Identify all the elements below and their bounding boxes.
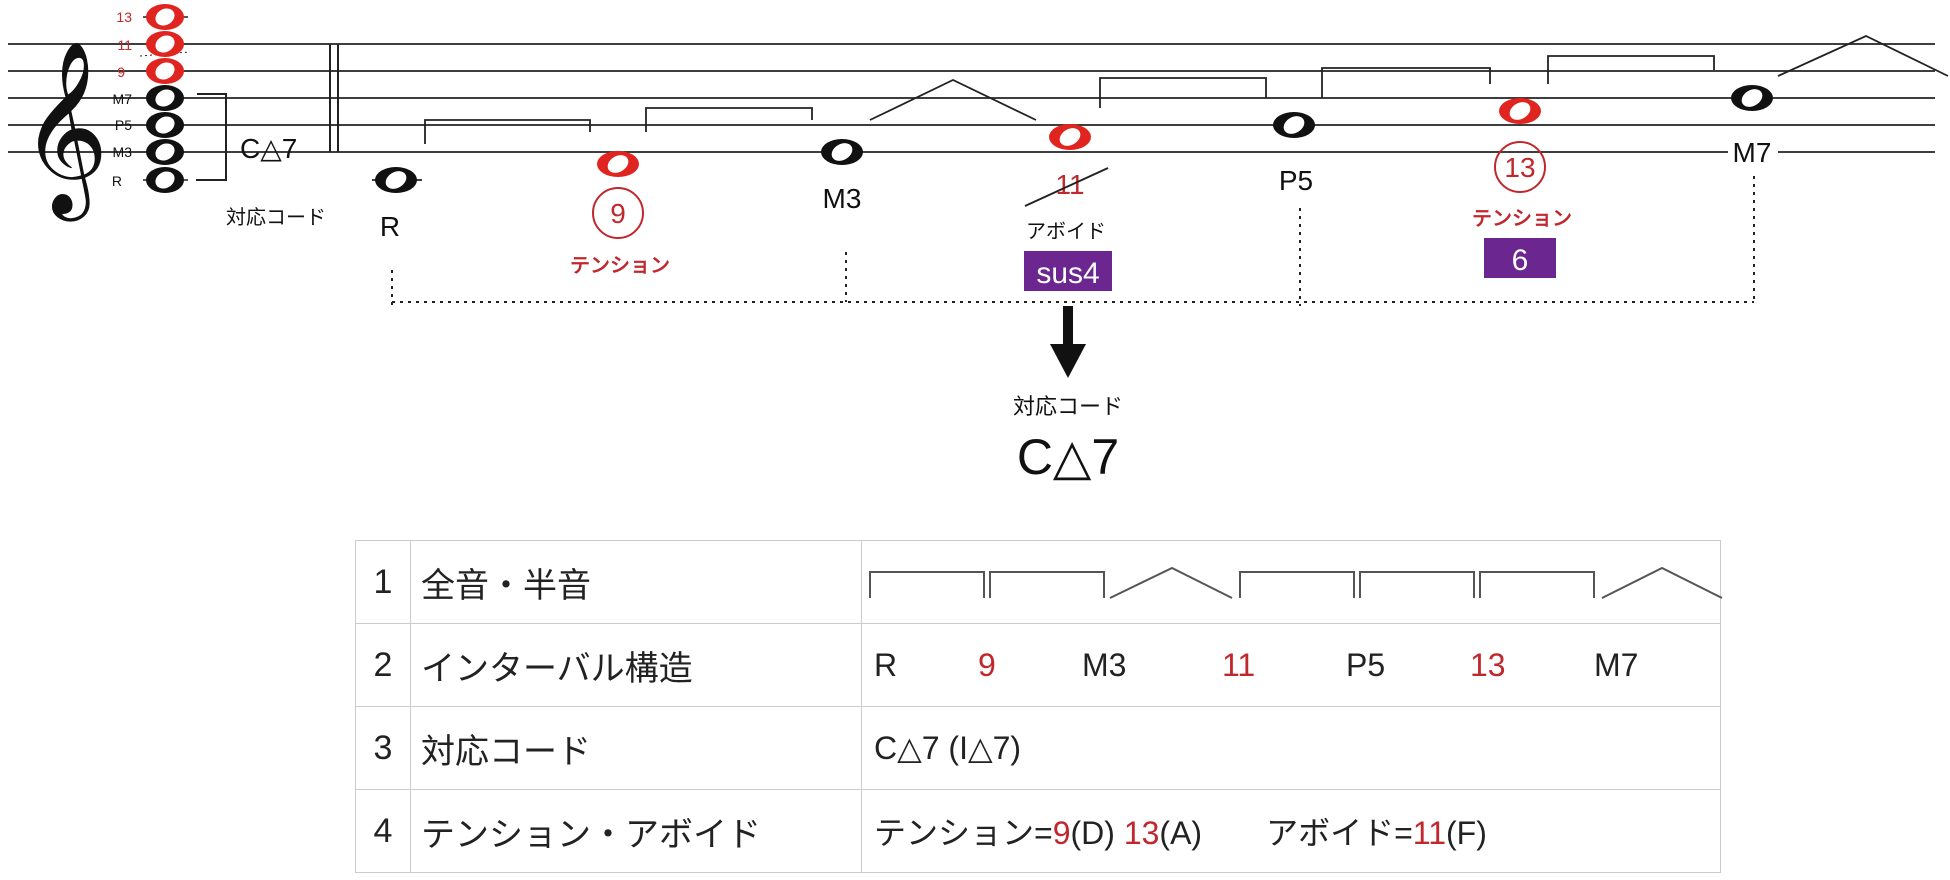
tension-avoid-value: テンション=9(D) 13(A) アボイド=11(F) bbox=[861, 789, 1721, 873]
row-label: インターバル構造 bbox=[410, 623, 862, 707]
interval-P5: P5 bbox=[1346, 646, 1386, 683]
stack-label-P5: P5 bbox=[115, 117, 132, 133]
step-half-2 bbox=[1777, 35, 1949, 77]
step-indicators bbox=[424, 35, 1949, 144]
row-label: 対応コード bbox=[410, 706, 862, 790]
avoid-label-11: アボイド bbox=[1026, 220, 1106, 243]
stack-label-M3: M3 bbox=[113, 144, 133, 160]
avoid-prefix: アボイド= bbox=[1266, 815, 1413, 851]
strike-11 bbox=[1024, 167, 1109, 207]
row-number: 2 bbox=[355, 623, 411, 707]
step-whole-4 bbox=[1321, 67, 1491, 98]
six-box bbox=[1484, 238, 1556, 278]
circle-9 bbox=[592, 187, 644, 239]
chord-stack: 13 11 9 M7 P5 M3 R C△7 対応コード bbox=[112, 4, 326, 229]
step-whole-5 bbox=[1547, 55, 1715, 84]
tension-label-9: テンション bbox=[570, 255, 670, 277]
avoid-11: 11 bbox=[1412, 815, 1446, 851]
stack-label-11: 11 bbox=[117, 37, 132, 53]
interval-11: 11 bbox=[1222, 646, 1256, 683]
label-13: 13 bbox=[1504, 152, 1535, 183]
stack-label-9: 9 bbox=[117, 64, 125, 80]
result-chord: C△7 bbox=[1017, 429, 1119, 485]
stack-label-R: R bbox=[112, 173, 122, 189]
scale-notes bbox=[372, 85, 1773, 193]
interval-M3: M3 bbox=[1082, 646, 1127, 683]
label-M3: M3 bbox=[823, 183, 862, 214]
result-caption: 対応コード bbox=[1013, 394, 1123, 419]
interval-structure: R 9 M3 11 P5 13 M7 bbox=[861, 623, 1721, 707]
stack-chord-caption: 対応コード bbox=[226, 206, 326, 229]
circle-13 bbox=[1494, 141, 1546, 193]
note-labels: R 9 テンション M3 11 アボイド sus4 P5 13 テンション 6 … bbox=[380, 137, 1778, 291]
row-label: テンション・アボイド bbox=[410, 789, 862, 873]
chord-value: C△7 (I△7) bbox=[861, 706, 1721, 790]
stack-label-M7: M7 bbox=[113, 91, 133, 107]
row-number: 4 bbox=[355, 789, 411, 873]
table-row: 1 全音・半音 bbox=[355, 540, 1723, 624]
tension-13: 13 bbox=[1123, 815, 1160, 851]
grouping-lines bbox=[391, 176, 1755, 306]
avoid-11-note: (F) bbox=[1445, 815, 1487, 851]
label-9: 9 bbox=[610, 198, 626, 229]
tension-13-note: (A) bbox=[1159, 815, 1203, 851]
six-label: 6 bbox=[1512, 244, 1529, 277]
summary-table: 1 全音・半音 2 インターバル構造 R 9 M3 11 P5 13 M7 3 bbox=[355, 540, 1723, 873]
table-row: 4 テンション・アボイド テンション=9(D) 13(A) アボイド=11(F) bbox=[355, 789, 1721, 873]
interval-M7: M7 bbox=[1594, 646, 1639, 683]
label-P5: P5 bbox=[1279, 165, 1313, 196]
stack-label-13: 13 bbox=[116, 9, 132, 25]
step-whole-3 bbox=[1099, 77, 1267, 108]
step-whole-2 bbox=[645, 107, 813, 132]
interval-9: 9 bbox=[978, 646, 996, 683]
tension-9-note: (D) bbox=[1070, 815, 1115, 851]
table-row: 3 対応コード C△7 (I△7) bbox=[355, 706, 1721, 790]
tension-9: 9 bbox=[1052, 815, 1071, 851]
label-R: R bbox=[380, 211, 400, 242]
step-pattern bbox=[869, 566, 1723, 599]
step-pattern-cell bbox=[861, 540, 1723, 624]
stack-chord-label: C△7 bbox=[240, 133, 297, 164]
tension-label-13: テンション bbox=[1472, 208, 1572, 230]
sus4-box bbox=[1024, 251, 1112, 291]
interval-R: R bbox=[874, 646, 898, 683]
notation-diagram: 𝄞 13 11 9 M7 P5 M3 R C△7 対応コード bbox=[8, 4, 1949, 485]
treble-clef-icon: 𝄞 bbox=[20, 40, 109, 222]
step-whole-1 bbox=[424, 119, 591, 144]
row-number: 3 bbox=[355, 706, 411, 790]
row-label: 全音・半音 bbox=[410, 540, 862, 624]
tension-prefix: テンション= bbox=[874, 815, 1053, 851]
interval-13: 13 bbox=[1470, 646, 1506, 683]
label-M7: M7 bbox=[1733, 137, 1772, 168]
row-number: 1 bbox=[355, 540, 411, 624]
sus4-label: sus4 bbox=[1036, 257, 1099, 290]
table-row: 2 インターバル構造 R 9 M3 11 P5 13 M7 bbox=[355, 623, 1721, 707]
double-barline bbox=[329, 44, 339, 152]
arrow-down-icon bbox=[1050, 306, 1086, 378]
step-half-1 bbox=[869, 79, 1037, 121]
